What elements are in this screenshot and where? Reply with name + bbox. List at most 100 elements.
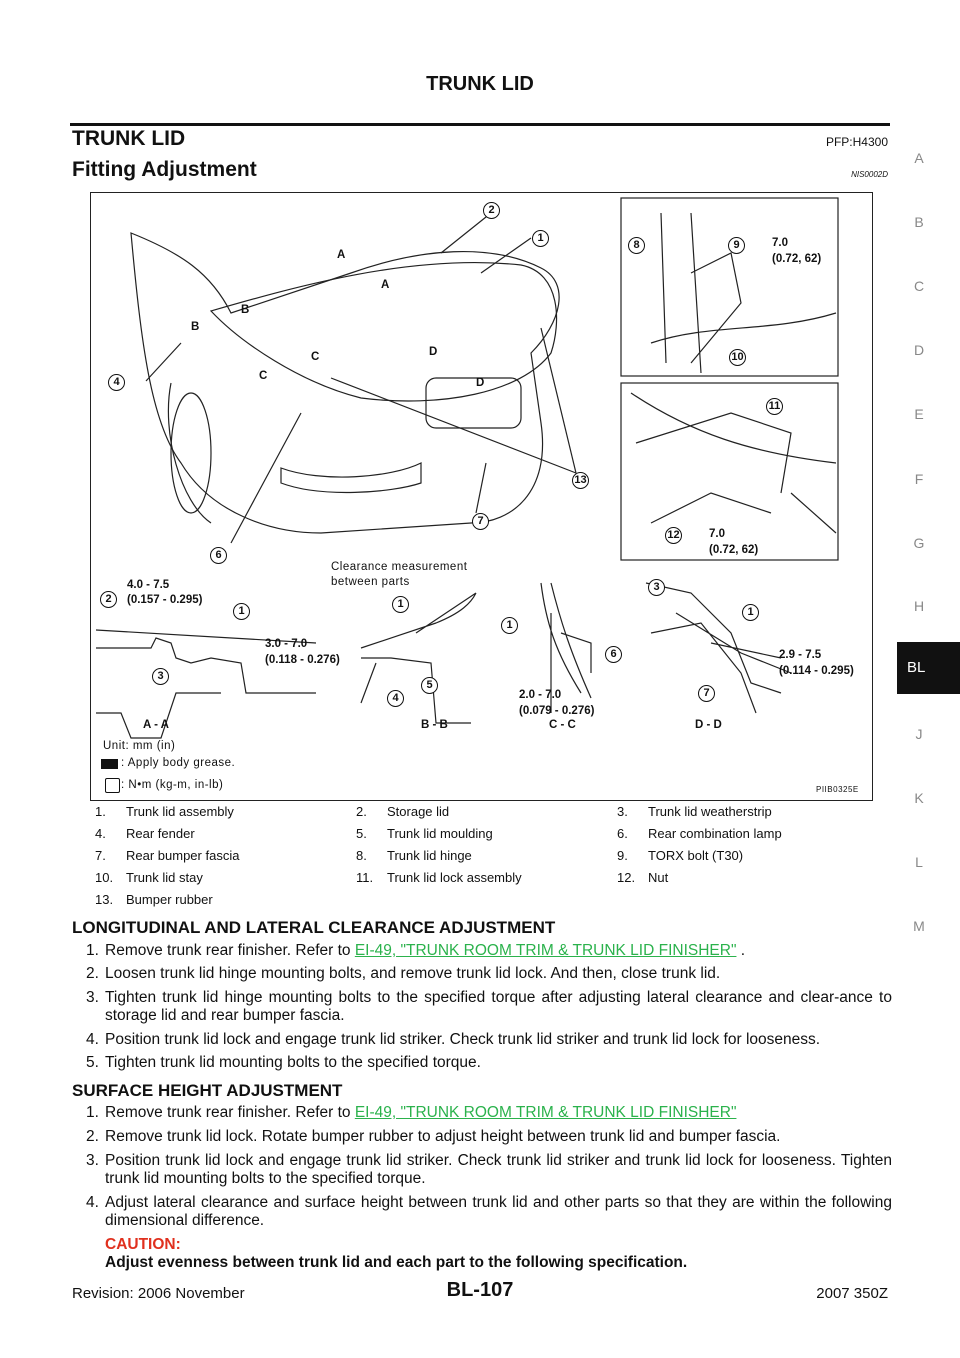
section-tab-d[interactable]: D (913, 342, 925, 358)
step-body: Remove trunk lid lock. Rotate bumper rub… (105, 1128, 781, 1145)
step-body: Tighten trunk lid mounting bolts to the … (105, 1054, 481, 1071)
step-number: 1. (86, 942, 99, 959)
step-body: Position trunk lid lock and engage trunk… (105, 1031, 821, 1048)
view-label-dd: D - D (695, 719, 722, 731)
callout: 10 (729, 349, 746, 366)
dim-cc: 2.0 - 7.0 (519, 689, 562, 701)
section-mark-d: D (429, 346, 438, 358)
step-number: 2. (86, 965, 99, 982)
legend-label: Trunk lid stay (126, 870, 203, 885)
torque-wrench-icon (105, 778, 120, 793)
legend-label: Trunk lid weatherstrip (648, 804, 772, 819)
page-title: TRUNK LID (72, 127, 186, 150)
legend-label: Bumper rubber (126, 892, 213, 907)
dim-bb: 3.0 - 7.0 (265, 638, 308, 650)
section-mark-a: A (337, 249, 346, 261)
section-mark-c: C (259, 370, 268, 382)
torque-value: 7.0 (772, 237, 788, 249)
step-text: Loosen trunk lid hinge mounting bolts, a… (86, 965, 892, 983)
legend-label: Storage lid (387, 804, 450, 819)
section-tab-c[interactable]: C (913, 278, 925, 294)
page-number: BL-107 (446, 1279, 514, 1301)
step-item: 5.Tighten trunk lid mounting bolts to th… (86, 1054, 892, 1072)
section-tab-g[interactable]: G (913, 535, 925, 551)
callout: 1 (233, 603, 250, 620)
callout: 4 (108, 374, 125, 391)
section-tab-h[interactable]: H (913, 598, 925, 614)
step-item: 4.Adjust lateral clearance and surface h… (86, 1194, 892, 1230)
dim-cc-in: (0.079 - 0.276) (519, 705, 595, 717)
callout: 2 (483, 202, 500, 219)
legend-number: 8. (356, 848, 367, 863)
subtitle: Fitting Adjustment (72, 158, 257, 181)
step-suffix: . (736, 942, 746, 959)
section-tab-e[interactable]: E (914, 406, 924, 422)
callout: 7 (698, 685, 715, 702)
callout: 12 (665, 527, 682, 544)
section-tab-k[interactable]: K (914, 790, 924, 806)
section-tab-a[interactable]: A (914, 150, 924, 166)
reference-link[interactable]: EI-49, "TRUNK ROOM TRIM & TRUNK LID FINI… (354, 942, 737, 959)
step-number: 3. (86, 989, 99, 1006)
section-mark-b: B (191, 321, 200, 333)
revision: Revision: 2006 November (72, 1285, 245, 1302)
legend-label: Trunk lid assembly (126, 804, 234, 819)
callout: 1 (392, 596, 409, 613)
legend-number: 11. (356, 870, 374, 885)
heading-surface: SURFACE HEIGHT ADJUSTMENT (72, 1081, 343, 1100)
dim-aa-in: (0.157 - 0.295) (127, 594, 203, 606)
figure-id: PIIB0325E (816, 785, 859, 794)
view-label-aa: A - A (143, 719, 169, 731)
callout: 3 (648, 579, 665, 596)
caution-text: Adjust evenness between trunk lid and ea… (105, 1254, 688, 1271)
step-body: Remove trunk rear finisher. Refer to (105, 942, 355, 959)
section-tab-j[interactable]: J (915, 726, 923, 742)
reference-link[interactable]: EI-49, "TRUNK ROOM TRIM & TRUNK LID FINI… (354, 1104, 737, 1121)
legend-label: Rear combination lamp (648, 826, 782, 841)
step-item: 4. Position trunk lid lock and engage tru… (86, 1031, 892, 1049)
step-text: Tighten trunk lid mounting bolts to the … (86, 1054, 892, 1072)
step-text: Adjust lateral clearance and surface hei… (86, 1194, 892, 1230)
section-tab-m[interactable]: M (913, 918, 925, 934)
callout: 1 (532, 230, 549, 247)
legend-number: 10. (95, 870, 114, 885)
model: 2007 350Z (816, 1285, 888, 1302)
section-tab-f[interactable]: F (914, 471, 924, 487)
grease-icon (101, 759, 118, 769)
section-tab-bl[interactable]: BL (897, 642, 960, 694)
section-mark-b: B (241, 304, 250, 316)
view-label-bb: B - B (421, 719, 448, 731)
running-header: TRUNK LID (426, 73, 534, 95)
unit-note: Unit: mm (in) (103, 740, 176, 752)
callout: 11 (766, 398, 783, 415)
step-number: 1. (86, 1104, 99, 1121)
section-tab-l[interactable]: L (915, 854, 923, 870)
dim-dd: 2.9 - 7.5 (779, 649, 822, 661)
step-number: 4. (86, 1031, 99, 1048)
step-item: 3.Position trunk lid lock and engage tru… (86, 1152, 892, 1188)
step-item: 2.Loosen trunk lid hinge mounting bolts,… (86, 965, 892, 983)
legend-label: Rear fender (126, 826, 195, 841)
diagram-drawing (95, 197, 839, 739)
step-text: Remove trunk rear finisher. Refer to EI-… (86, 1104, 892, 1122)
dim-dd-in: (0.114 - 0.295) (779, 665, 854, 677)
callout: 9 (728, 237, 745, 254)
callout: 2 (100, 591, 117, 608)
view-label-cc: C - C (549, 719, 576, 731)
legend-number: 4. (95, 826, 106, 841)
callout: 6 (210, 547, 227, 564)
step-item: 2.Remove trunk lid lock. Rotate bumper r… (86, 1128, 892, 1146)
legend-label: Rear bumper fascia (126, 848, 240, 863)
grease-note: : Apply body grease. (121, 757, 236, 769)
torque-value-imperial: (0.72, 62) (709, 544, 759, 556)
callout: 6 (605, 646, 622, 663)
section-mark-d: D (476, 377, 485, 389)
legend-number: 2. (356, 804, 367, 819)
pfp-code: PFP:H4300 (825, 135, 888, 149)
callout: 7 (472, 513, 489, 530)
section-tab-b[interactable]: B (914, 214, 924, 230)
